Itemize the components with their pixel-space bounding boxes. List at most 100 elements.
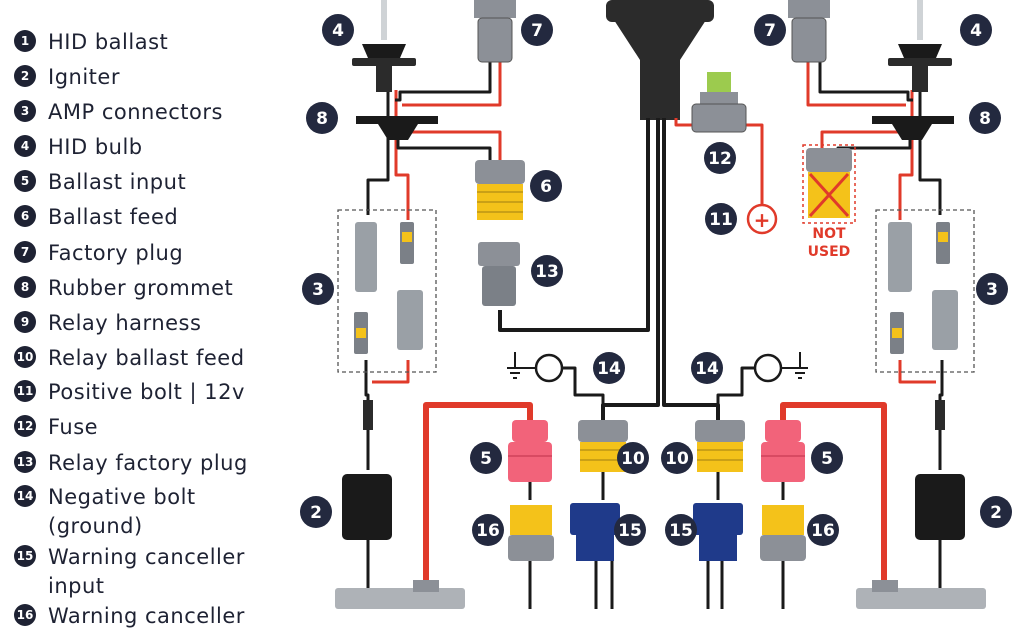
hid-bulb-right (888, 0, 952, 92)
rubber-grommet-right (872, 116, 954, 140)
legend-label: Factory plug (48, 241, 184, 265)
legend-number-badge: 14 (14, 485, 36, 507)
callout-2: 2 (300, 496, 332, 528)
legend-item-1: 1 HID ballast (14, 28, 168, 57)
callout-14: 14 (593, 352, 625, 384)
legend-number-badge: 13 (14, 451, 36, 473)
legend-label: Relay factory plug (48, 451, 248, 475)
legend-label: Relay ballast feed (48, 346, 245, 370)
negative-bolt-right (753, 352, 808, 383)
warning-canceller-input-right (693, 503, 743, 561)
legend-item-7: 7 Factory plug (14, 239, 183, 268)
fuse (691, 72, 747, 133)
legend-item-15: 15 Warning canceller input (14, 543, 245, 601)
callout-7: 7 (521, 14, 553, 46)
svg-text:2: 2 (990, 503, 1002, 523)
svg-text:4: 4 (970, 21, 982, 41)
svg-text:8: 8 (979, 109, 991, 129)
callout-15: 15 (665, 514, 697, 546)
legend-number-badge: 8 (14, 276, 36, 298)
callout-15: 15 (614, 514, 646, 546)
callout-8: 8 (969, 102, 1001, 134)
callout-5: 5 (811, 442, 843, 474)
hid-ballast-right (856, 580, 986, 609)
callout-4: 4 (322, 14, 354, 46)
amp-connector-box-right (875, 209, 975, 373)
callout-7: 7 (754, 14, 786, 46)
positive-symbol: + (754, 208, 771, 232)
svg-text:7: 7 (531, 21, 543, 41)
callout-8: 8 (306, 102, 338, 134)
ballast-feed-left (475, 160, 525, 220)
callout-16: 16 (472, 514, 504, 546)
callout-4: 4 (960, 14, 992, 46)
svg-text:14: 14 (597, 359, 621, 379)
svg-text:12: 12 (708, 149, 732, 169)
legend-item-10: 10 Relay ballast feed (14, 344, 245, 373)
legend-label: Warning canceller input (48, 545, 245, 598)
callout-10: 10 (617, 442, 649, 474)
legend-label: Negative bolt (ground) (48, 485, 196, 538)
ballast-input-left (508, 420, 552, 482)
callout-12: 12 (704, 142, 736, 174)
wiring-diagram: NOT USED + (300, 0, 1012, 609)
legend-label: Igniter (48, 65, 120, 89)
legend-item-2: 2 Igniter (14, 63, 120, 92)
relay-harness-body (606, 0, 714, 120)
callout-3: 3 (976, 273, 1008, 305)
legend-number-badge: 2 (14, 65, 36, 87)
legend-label: AMP connectors (48, 100, 223, 124)
callout-14: 14 (691, 352, 723, 384)
legend-label: HID ballast (48, 30, 169, 54)
warning-canceller-right (760, 505, 806, 561)
not-used-label-line2: USED (808, 244, 851, 260)
factory-plug-right (788, 0, 830, 63)
svg-text:2: 2 (310, 503, 322, 523)
warning-canceller-input-left (570, 503, 620, 561)
svg-text:16: 16 (476, 521, 500, 541)
negative-bolt-left (507, 352, 564, 383)
svg-text:6: 6 (540, 177, 552, 197)
relay-ballast-feed-right (695, 420, 745, 472)
hid-bulb-left (352, 0, 416, 92)
igniter-right (915, 400, 965, 540)
legend-number-badge: 3 (14, 100, 36, 122)
svg-text:11: 11 (709, 210, 733, 230)
legend-number-badge: 11 (14, 380, 36, 402)
svg-text:3: 3 (312, 280, 324, 300)
legend-number-badge: 4 (14, 135, 36, 157)
svg-text:3: 3 (986, 280, 998, 300)
svg-text:5: 5 (821, 449, 833, 469)
legend-number-badge: 6 (14, 205, 36, 227)
legend-item-3: 3 AMP connectors (14, 98, 223, 127)
legend-number-badge: 5 (14, 170, 36, 192)
callout-11: 11 (705, 203, 737, 235)
legend-number-badge: 7 (14, 241, 36, 263)
legend-label: Positive bolt | 12v (48, 380, 245, 404)
svg-text:10: 10 (665, 449, 689, 469)
callout-13: 13 (531, 255, 563, 287)
warning-canceller-left (508, 505, 554, 561)
legend-label: Fuse (48, 415, 99, 439)
svg-text:8: 8 (316, 109, 328, 129)
relay-factory-plug (478, 242, 520, 306)
legend-item-11: 11 Positive bolt | 12v (14, 378, 245, 407)
legend-number-badge: 10 (14, 346, 36, 368)
legend-number-badge: 15 (14, 545, 36, 567)
callout-5: 5 (470, 442, 502, 474)
svg-text:13: 13 (535, 262, 559, 282)
legend-item-8: 8 Rubber grommet (14, 274, 233, 303)
svg-text:4: 4 (332, 21, 344, 41)
callout-2: 2 (980, 496, 1012, 528)
rubber-grommet-left (356, 116, 438, 140)
callout-6: 6 (530, 170, 562, 202)
callout-3: 3 (302, 273, 334, 305)
legend-label: Rubber grommet (48, 276, 234, 300)
legend-number-badge: 1 (14, 30, 36, 52)
legend-number-badge: 9 (14, 311, 36, 333)
